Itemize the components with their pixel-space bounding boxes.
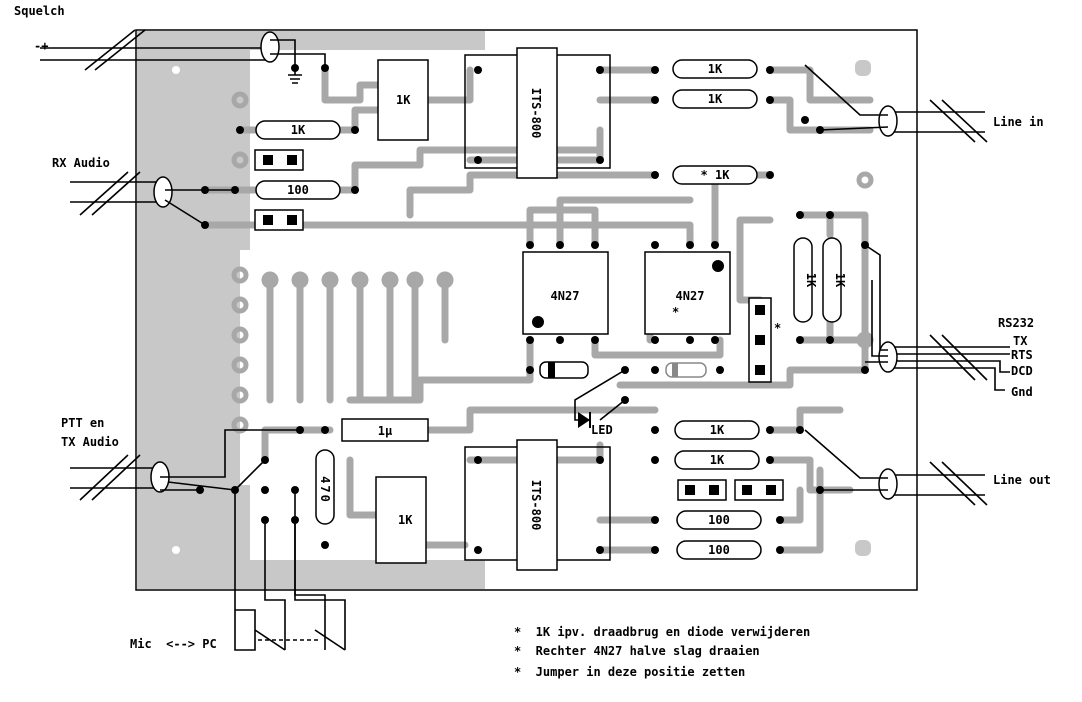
resistor-100-c-label: 100 xyxy=(708,543,730,557)
capacitor-1u-label: 1µ xyxy=(378,424,392,438)
note-2: * Rechter 4N27 halve slag draaien xyxy=(514,644,760,658)
jumper-blocks xyxy=(254,149,784,501)
resistor-1k-vertical-a-label: 1K xyxy=(804,273,818,288)
optocoupler-left: 4N27 xyxy=(522,251,609,335)
diode-small xyxy=(665,362,707,378)
resistor-100-a-label: 100 xyxy=(287,183,309,197)
resistor-1k-a: 1K xyxy=(672,59,758,79)
squelch-label: Squelch xyxy=(14,4,65,18)
ptt-label-line1: PTT en xyxy=(61,416,104,430)
resistor-1k-vertical-b: 1K xyxy=(822,237,847,323)
rts-label: RTS xyxy=(1011,348,1033,362)
resistor-1k-c-label: 1K xyxy=(291,123,306,137)
resistor-1k-box-top: 1K xyxy=(377,59,429,141)
resistor-100-b-label: 100 xyxy=(708,513,730,527)
notes: * 1K ipv. draadbrug en diode verwijderen… xyxy=(514,625,810,679)
resistor-100-a: 100 xyxy=(255,180,341,200)
diode-large xyxy=(539,361,589,379)
transformer-bottom: ITS-800 xyxy=(464,439,611,571)
resistor-1k-a-label: 1K xyxy=(708,62,723,76)
dcd-label: DCD xyxy=(1011,364,1033,378)
line-in-connector xyxy=(804,64,988,143)
led: LED xyxy=(574,369,626,437)
resistor-1k-vertical-b-label: 1K xyxy=(833,273,847,288)
note-1: * 1K ipv. draadbrug en diode verwijderen xyxy=(514,625,810,639)
ptt-connector xyxy=(70,429,300,501)
rs232-label: RS232 xyxy=(998,316,1034,330)
squelch-polarity: -+ xyxy=(34,39,48,53)
optocoupler-right-star: * xyxy=(672,305,679,319)
line-in-label: Line in xyxy=(993,115,1044,129)
resistor-star-1k: * 1K xyxy=(672,165,758,185)
note-3: * Jumper in deze positie zetten xyxy=(514,665,745,679)
ptt-label-line2: TX Audio xyxy=(61,435,119,449)
optocoupler-left-label: 4N27 xyxy=(551,289,580,303)
mic-pc-wiring xyxy=(234,490,346,651)
led-label: LED xyxy=(591,423,613,437)
resistor-1k-c: 1K xyxy=(255,120,341,140)
resistor-1k-e-label: 1K xyxy=(710,453,725,467)
capacitor-1u: 1µ xyxy=(341,418,429,442)
optocoupler-right: 4N27 * xyxy=(644,251,731,335)
resistor-1k-b-label: 1K xyxy=(708,92,723,106)
jumper-star: * xyxy=(774,321,781,335)
tx-label: TX xyxy=(1013,334,1028,348)
resistor-1k-e: 1K xyxy=(674,450,760,470)
gnd-label: Gnd xyxy=(1011,385,1033,399)
rs232-connector xyxy=(864,244,1010,391)
resistor-100-c: 100 xyxy=(676,540,762,560)
resistor-1k-b: 1K xyxy=(672,89,758,109)
resistor-100-b: 100 xyxy=(676,510,762,530)
resistor-star-1k-label: * 1K xyxy=(701,168,731,182)
transformer-top: ITS-800 xyxy=(464,47,611,179)
rx-audio-connector xyxy=(70,171,235,226)
resistor-1k-box-bottom-label: 1K xyxy=(398,513,413,527)
resistor-470: 470 xyxy=(315,449,335,525)
resistor-1k-d-label: 1K xyxy=(710,423,725,437)
transformer-bottom-label: ITS-800 xyxy=(529,480,543,531)
rx-audio-label: RX Audio xyxy=(52,156,110,170)
transformer-top-label: ITS-800 xyxy=(529,88,543,139)
line-out-connector xyxy=(804,429,988,506)
resistor-470-label: 470 xyxy=(318,476,332,504)
resistor-1k-box-bottom: 1K xyxy=(375,476,427,564)
resistor-1k-box-top-label: 1K xyxy=(396,93,411,107)
squelch-connector: -+ xyxy=(34,29,326,84)
mic-pc-label: Mic <--> PC xyxy=(130,637,217,651)
optocoupler-right-label: 4N27 xyxy=(676,289,705,303)
resistor-1k-d: 1K xyxy=(674,420,760,440)
resistor-1k-vertical-a: 1K xyxy=(793,237,818,323)
line-out-label: Line out xyxy=(993,473,1051,487)
